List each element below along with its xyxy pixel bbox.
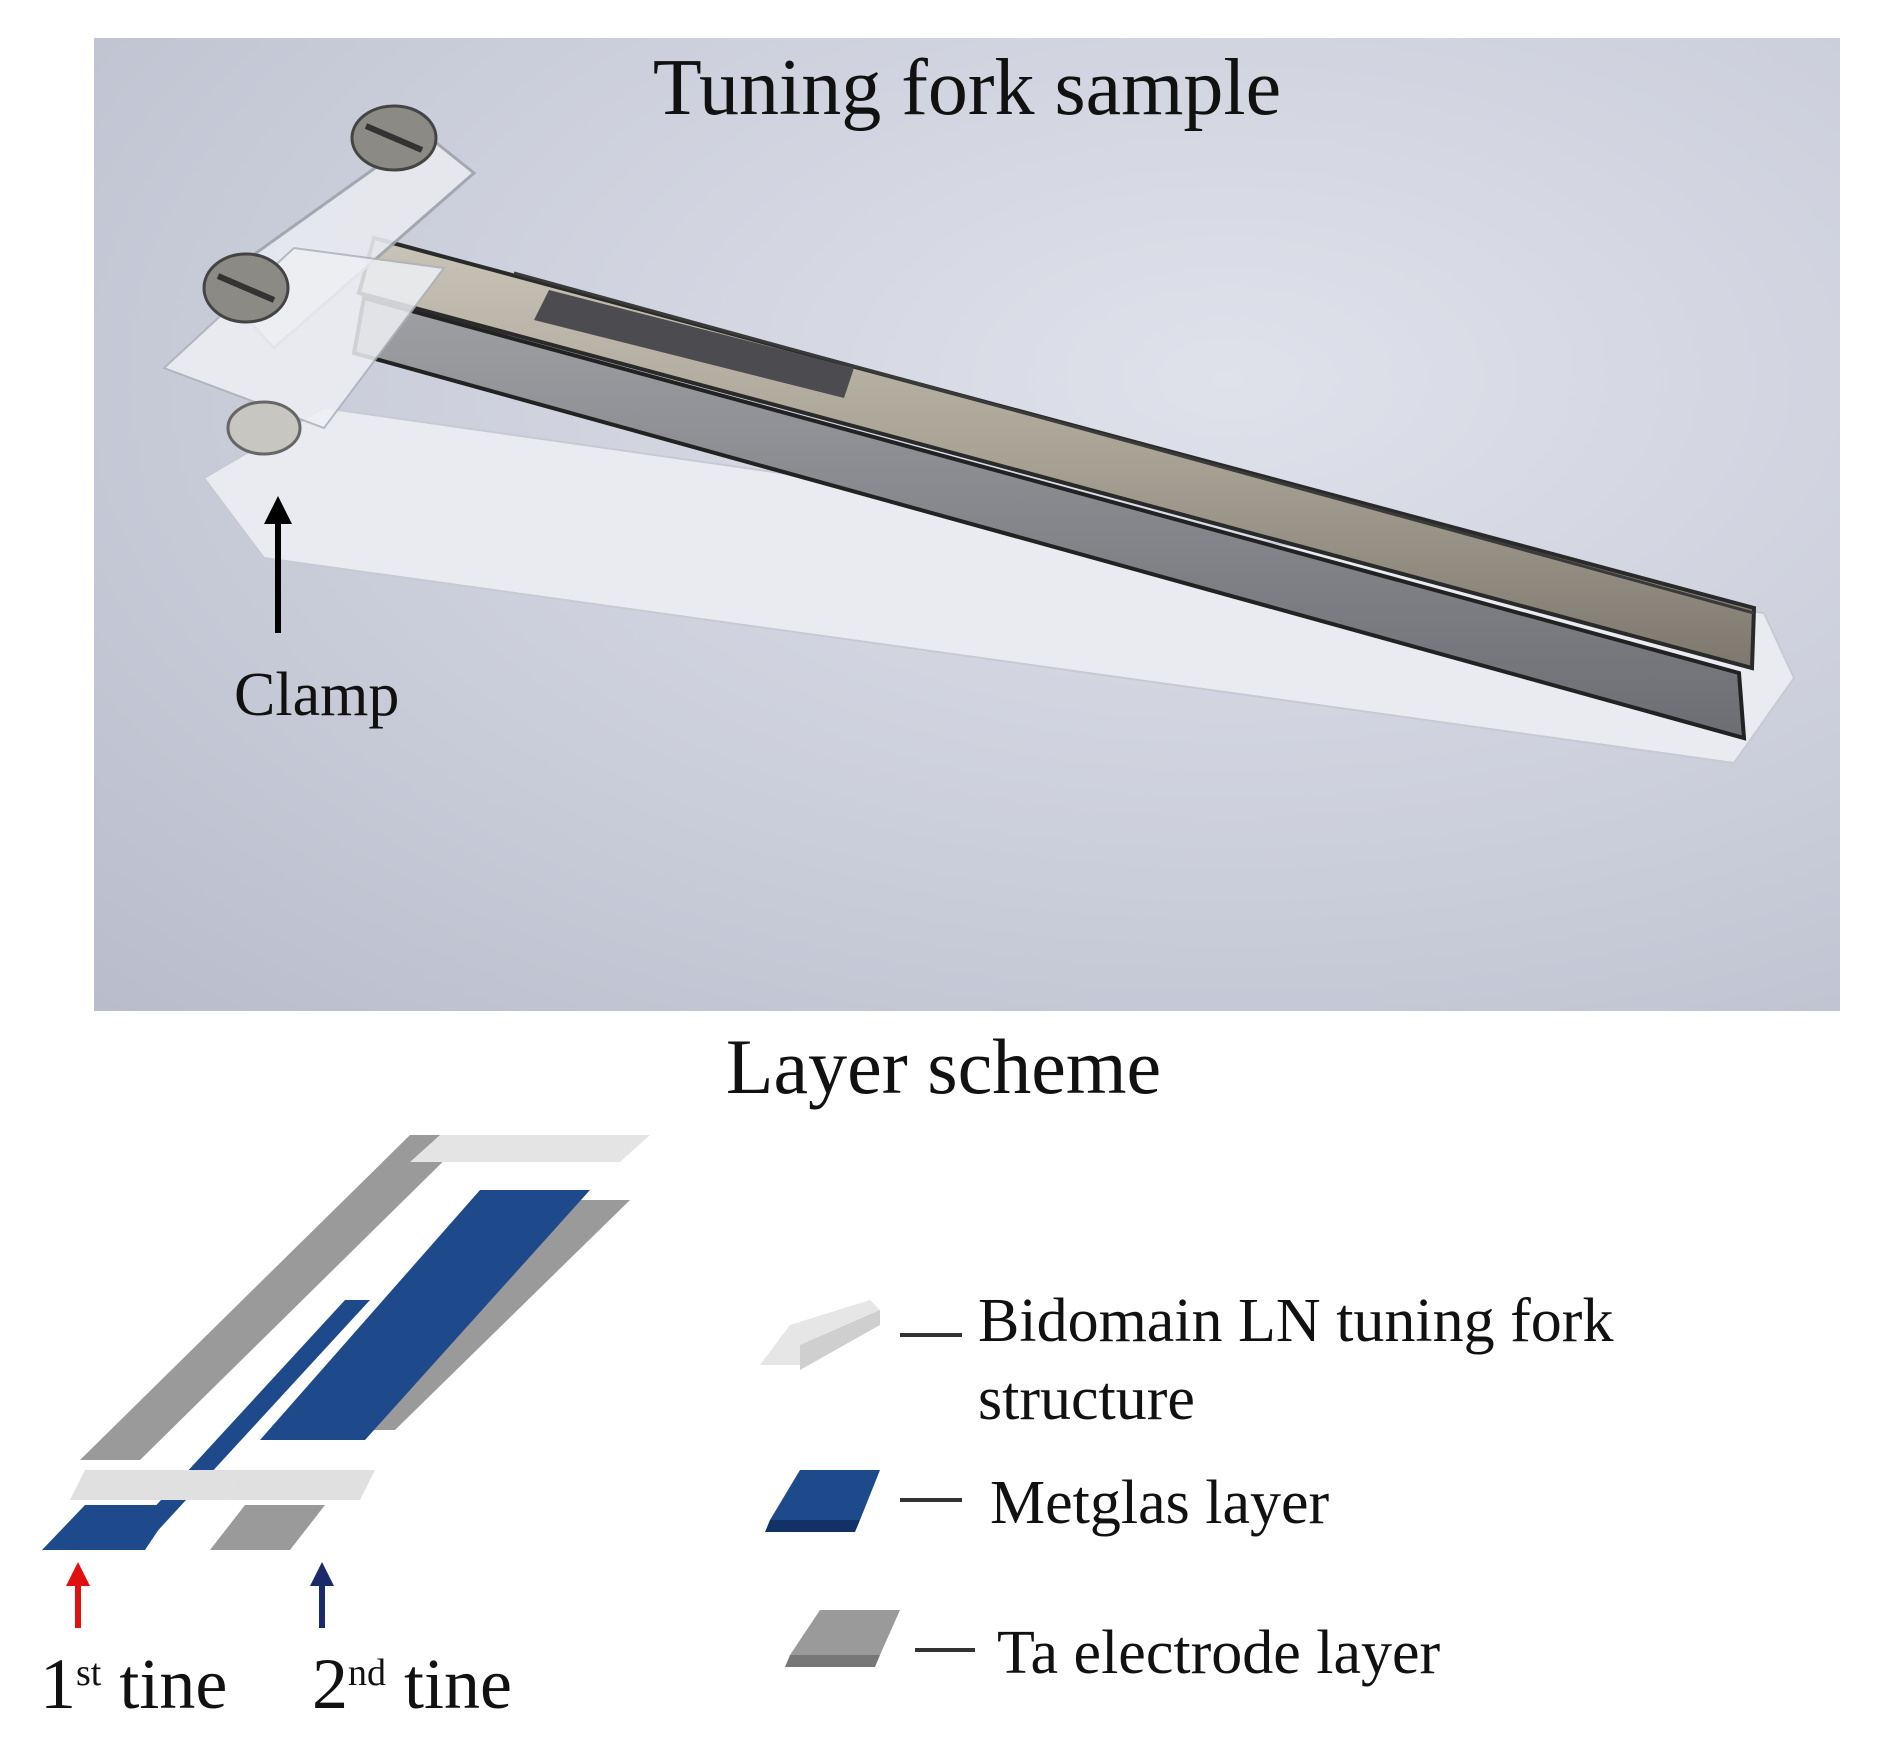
tine1-arrow [66,1562,90,1628]
legend-swatch-ln [760,1300,880,1370]
tine2-label: 2nd tine [312,1644,512,1724]
tuning-fork-illustration [162,104,1796,765]
metglas-layer-right [260,1190,590,1440]
ta-layer-top [80,1135,470,1460]
screw-bottom [202,252,290,324]
tine2-arrow [310,1562,334,1628]
tine1-label: 1st tine [40,1644,228,1724]
legend-swatch-ta [785,1610,900,1667]
legend-label-ta: Ta electrode layer [997,1619,1441,1687]
screw-top [350,104,438,172]
screw-nut [226,400,302,456]
metglas-bottom-left [42,1505,175,1550]
ln-rail-right [225,1470,375,1500]
ln-rail-left [70,1470,240,1500]
ln-layer-top [410,1135,650,1162]
legend-label-ln: Bidomain LN tuning fork structure [978,1287,1614,1433]
photo-title: Tuning fork sample [652,44,1282,132]
legend-swatch-metglas [765,1470,880,1532]
scheme-title: Layer scheme [725,1023,1162,1110]
clamp-label: Clamp [234,661,400,729]
clamp-arrow [264,496,292,633]
electrode-patch [534,290,854,398]
ta-bottom-right [210,1505,325,1550]
legend-label-metglas: Metglas layer [990,1469,1330,1537]
sample-photo: Tuning fork sample Clamp [94,38,1840,1011]
